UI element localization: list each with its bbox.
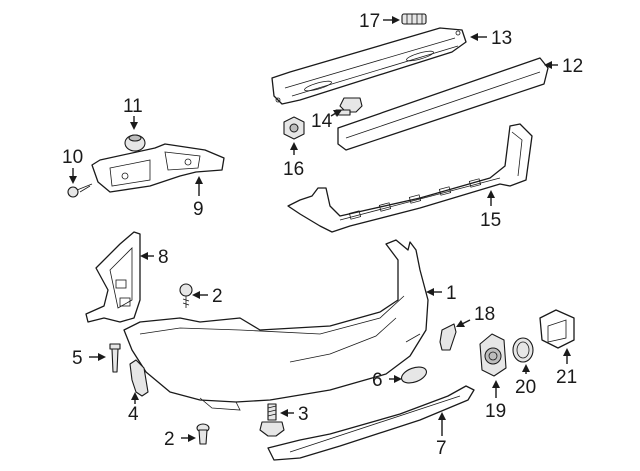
part-3-bolt [259, 403, 285, 437]
callout-3: 3 [280, 404, 309, 425]
part-11-grommet [124, 134, 146, 152]
callout-12: 12 [544, 56, 583, 77]
part-15-lower-support [287, 123, 533, 233]
part-14-bolt [335, 97, 363, 116]
part-6-cover [401, 366, 427, 384]
part-19-sensor [479, 333, 507, 377]
part-8-side-support [85, 231, 141, 323]
part-7-lower-valance [267, 385, 475, 461]
callout-label-13: 13 [491, 28, 512, 49]
callout-15: 15 [480, 190, 501, 231]
callout-20: 20 [515, 364, 536, 398]
callout-label-19: 19 [485, 401, 506, 422]
callout-label-2-lower: 2 [164, 429, 175, 450]
part-18-reflector [439, 323, 457, 351]
callout-label-21: 21 [556, 367, 577, 388]
callout-14: 14 [311, 110, 342, 132]
part-2-screw-lower [196, 423, 210, 445]
callout-label-17: 17 [359, 11, 380, 32]
callout-13: 13 [470, 28, 512, 49]
callout-label-18: 18 [474, 304, 495, 325]
callout-2-lower: 2 [164, 429, 196, 450]
callout-label-6: 6 [372, 370, 383, 391]
part-5-push-pin [109, 343, 121, 373]
part-9-side-bracket [91, 143, 225, 193]
callout-21: 21 [556, 348, 577, 388]
callout-label-15: 15 [480, 210, 501, 231]
callout-1: 1 [426, 283, 457, 304]
callout-6: 6 [372, 370, 402, 391]
part-20-sensor-ring [512, 337, 534, 363]
callout-2-upper: 2 [192, 286, 223, 307]
callout-16: 16 [283, 142, 304, 180]
callout-label-4: 4 [128, 404, 139, 425]
callout-5: 5 [72, 348, 106, 369]
callout-label-1: 1 [446, 283, 457, 304]
callout-label-7: 7 [436, 438, 447, 459]
callout-17: 17 [359, 11, 400, 32]
callout-label-8: 8 [158, 247, 169, 268]
callout-label-16: 16 [283, 159, 304, 180]
callout-label-14: 14 [311, 111, 333, 132]
callout-9: 9 [193, 176, 204, 220]
callout-label-2-upper: 2 [212, 286, 223, 307]
callout-19: 19 [485, 380, 506, 422]
callout-7: 7 [436, 412, 447, 459]
callout-label-11: 11 [123, 96, 143, 117]
callout-label-12: 12 [562, 56, 583, 77]
part-10-screw [67, 183, 93, 198]
callout-label-9: 9 [193, 199, 204, 220]
callout-11: 11 [123, 96, 143, 130]
callout-8: 8 [140, 247, 169, 268]
callout-label-3: 3 [298, 404, 309, 425]
part-4-reflector [129, 359, 149, 397]
part-1-bumper-cover [123, 239, 429, 411]
part-13-reinforcement-bar [271, 27, 467, 105]
part-2-screw-upper [179, 283, 193, 308]
callout-10: 10 [62, 147, 83, 184]
part-17-stud [401, 13, 427, 25]
callout-label-5: 5 [72, 348, 83, 369]
part-16-nut [283, 116, 305, 140]
callout-label-20: 20 [515, 377, 536, 398]
callout-18: 18 [456, 304, 495, 327]
part-21-sensor-bracket [539, 309, 575, 349]
callout-label-10: 10 [62, 147, 83, 168]
part-12-energy-absorber [337, 57, 549, 151]
callout-4: 4 [128, 392, 139, 425]
